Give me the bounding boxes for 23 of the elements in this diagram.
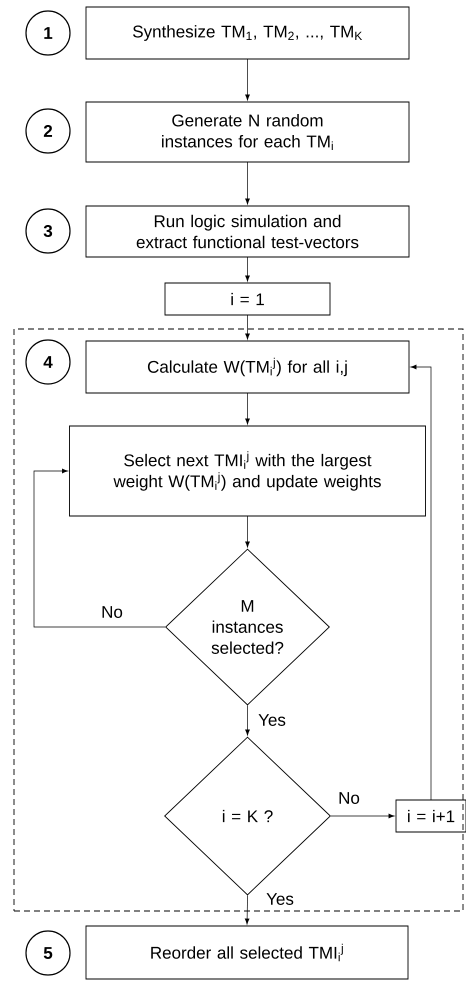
arrow <box>245 705 250 736</box>
arrow <box>245 257 250 282</box>
arrow <box>245 516 250 548</box>
process-box: Reorder all selected TMI$_{i}$j <box>86 926 408 980</box>
process-box: Synthesize TM$_{1}$, TM$_{2}$, ..., TM$_{K}$ <box>86 6 410 60</box>
process-box: Run logic simulation and extract functional test-vectors <box>86 206 410 258</box>
edge-label: No <box>337 791 361 805</box>
arrow <box>34 468 166 628</box>
arrow <box>410 364 432 800</box>
process-box: Calculate W(TM$_{i}$$^{j}$) for all i,j <box>86 340 410 394</box>
process-box: Generate N random instances for each TM$_{i}$ <box>86 102 410 162</box>
process-box: i = i+1 <box>396 800 466 832</box>
arrow <box>245 315 250 340</box>
arrow <box>245 59 250 100</box>
arrow <box>244 895 250 924</box>
edge-label: No <box>100 605 124 619</box>
process-box: Select next TMI$_{i}$$^{j}$ with the largest weight W(TM$_{i}$$^{j}$) and update weights <box>69 426 426 516</box>
arrow <box>245 393 250 424</box>
process-box: i = 1 <box>164 282 330 316</box>
dashed-group-frame <box>14 328 464 912</box>
arrow <box>245 162 250 204</box>
edge-label: Yes <box>257 713 287 727</box>
arrow <box>330 814 394 818</box>
